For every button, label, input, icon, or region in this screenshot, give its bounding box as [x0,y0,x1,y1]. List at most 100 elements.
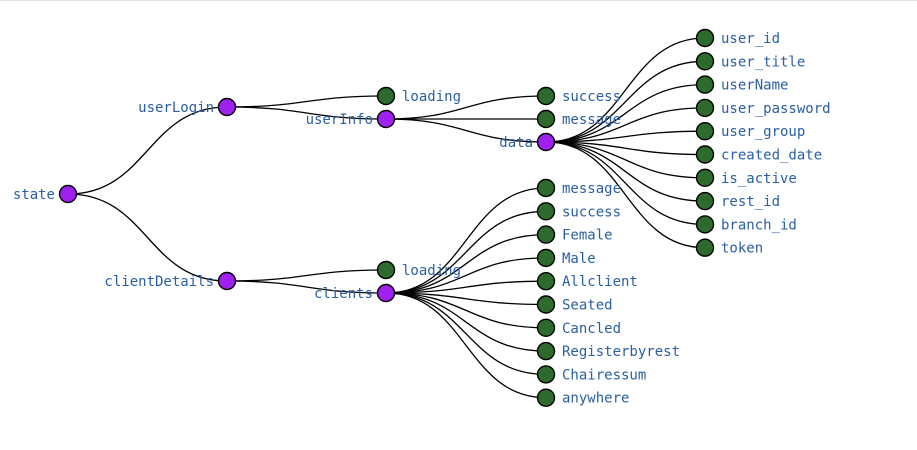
node-rest_id[interactable]: rest_id [695,191,781,211]
node-circle-rest_id[interactable] [695,191,715,211]
node-circle-state[interactable] [58,184,78,204]
node-circle-cd-loading[interactable] [376,260,396,280]
node-label-ul-loading: loading [402,89,461,105]
link-clientDetails-to-clients [226,280,387,294]
link-clients-to-Chairessum [385,292,547,376]
node-ui-success[interactable]: success [536,86,622,106]
node-user_group[interactable]: user_group [695,121,806,141]
node-label-Cancled: Cancled [562,321,621,337]
node-circle-user_group[interactable] [695,121,715,141]
link-data-to-branch_id [545,141,706,226]
tree-links [67,37,706,399]
node-Allclient[interactable]: Allclient [536,272,638,291]
node-ui-message[interactable]: message [536,109,622,129]
link-clients-to-Seated [385,292,547,306]
node-label-ui-success: success [562,89,621,105]
node-circle-ui-success[interactable] [536,86,556,106]
node-branch_id[interactable]: branch_id [695,215,797,234]
node-circle-Registerbyrest[interactable] [536,341,556,361]
node-circle-Male[interactable] [536,248,556,268]
link-clients-to-anywhere [385,292,547,399]
node-label-userLogin: userLogin [138,100,214,116]
node-label-Seated: Seated [562,298,613,314]
node-label-branch_id: branch_id [721,217,797,233]
node-clientDetails[interactable]: clientDetails [104,271,237,291]
node-circle-user_title[interactable] [695,52,715,71]
node-circle-Seated[interactable] [536,295,556,314]
node-label-anywhere: anywhere [562,391,629,407]
node-label-created_date: created_date [721,148,822,164]
node-Female[interactable]: Female [536,225,613,244]
node-circle-Cancled[interactable] [536,318,556,337]
link-data-to-is_active [545,141,706,179]
node-circle-Allclient[interactable] [536,272,556,291]
link-state-to-userLogin [67,106,228,195]
node-circle-data[interactable] [536,132,556,152]
node-circle-c-success[interactable] [536,202,556,221]
node-label-cd-loading: loading [402,263,461,279]
node-label-Chairessum: Chairessum [562,367,646,383]
link-state-to-clientDetails [67,193,228,282]
node-circle-created_date[interactable] [695,145,715,164]
link-userLogin-to-ul-loading [226,95,387,108]
link-userInfo-to-data [385,118,547,143]
node-user_password[interactable]: user_password [695,98,831,118]
node-Male[interactable]: Male [536,248,596,268]
node-circle-userLogin[interactable] [217,97,237,117]
node-label-user_password: user_password [721,101,831,117]
node-clients[interactable]: clients [314,283,396,303]
node-label-user_id: user_id [721,31,780,47]
node-circle-is_active[interactable] [695,168,715,188]
node-circle-clientDetails[interactable] [217,271,237,291]
node-userName[interactable]: userName [695,75,789,94]
node-circle-userName[interactable] [695,75,715,94]
node-label-Allclient: Allclient [562,274,638,290]
node-circle-ui-message[interactable] [536,109,556,129]
node-circle-anywhere[interactable] [536,388,556,407]
node-circle-token[interactable] [695,238,715,257]
link-clients-to-Allclient [385,280,547,294]
node-userLogin[interactable]: userLogin [138,97,237,117]
link-data-to-token [545,141,706,249]
node-user_id[interactable]: user_id [695,28,781,48]
node-label-state: state [13,187,55,203]
node-state[interactable]: state [13,184,78,204]
link-data-to-user_password [545,107,706,143]
node-anywhere[interactable]: anywhere [536,388,630,407]
node-circle-Female[interactable] [536,225,556,244]
node-Chairessum[interactable]: Chairessum [536,365,647,384]
node-Registerbyrest[interactable]: Registerbyrest [536,341,681,361]
node-token[interactable]: token [695,238,764,257]
node-data[interactable]: data [499,132,556,152]
node-circle-clients[interactable] [376,283,396,303]
node-label-c-success: success [562,204,621,220]
link-clients-to-c-success [385,210,547,294]
node-Seated[interactable]: Seated [536,295,613,314]
node-circle-user_id[interactable] [695,28,715,48]
link-clients-to-Registerbyrest [385,292,547,352]
link-userLogin-to-userInfo [226,106,387,120]
node-label-c-message: message [562,181,621,197]
node-label-clients: clients [314,286,373,302]
tree-nodes: loading success message user_id user_titleus… [13,28,831,407]
node-circle-c-message[interactable] [536,178,556,198]
node-label-rest_id: rest_id [721,194,780,210]
node-created_date[interactable]: created_date [695,145,823,164]
node-c-success[interactable]: success [536,202,622,221]
link-clientDetails-to-cd-loading [226,269,387,282]
node-Cancled[interactable]: Cancled [536,318,622,337]
link-data-to-created_date [545,141,706,156]
node-c-message[interactable]: message [536,178,622,198]
node-ul-loading[interactable]: loading [376,86,462,106]
node-circle-Chairessum[interactable] [536,365,556,384]
node-circle-userInfo[interactable] [376,109,396,129]
node-userInfo[interactable]: userInfo [306,109,396,129]
node-circle-user_password[interactable] [695,98,715,118]
node-circle-branch_id[interactable] [695,215,715,234]
node-is_active[interactable]: is_active [695,168,797,188]
node-user_title[interactable]: user_title [695,52,806,71]
node-circle-ul-loading[interactable] [376,86,396,106]
node-label-Female: Female [562,228,613,244]
node-cd-loading[interactable]: loading [376,260,462,280]
